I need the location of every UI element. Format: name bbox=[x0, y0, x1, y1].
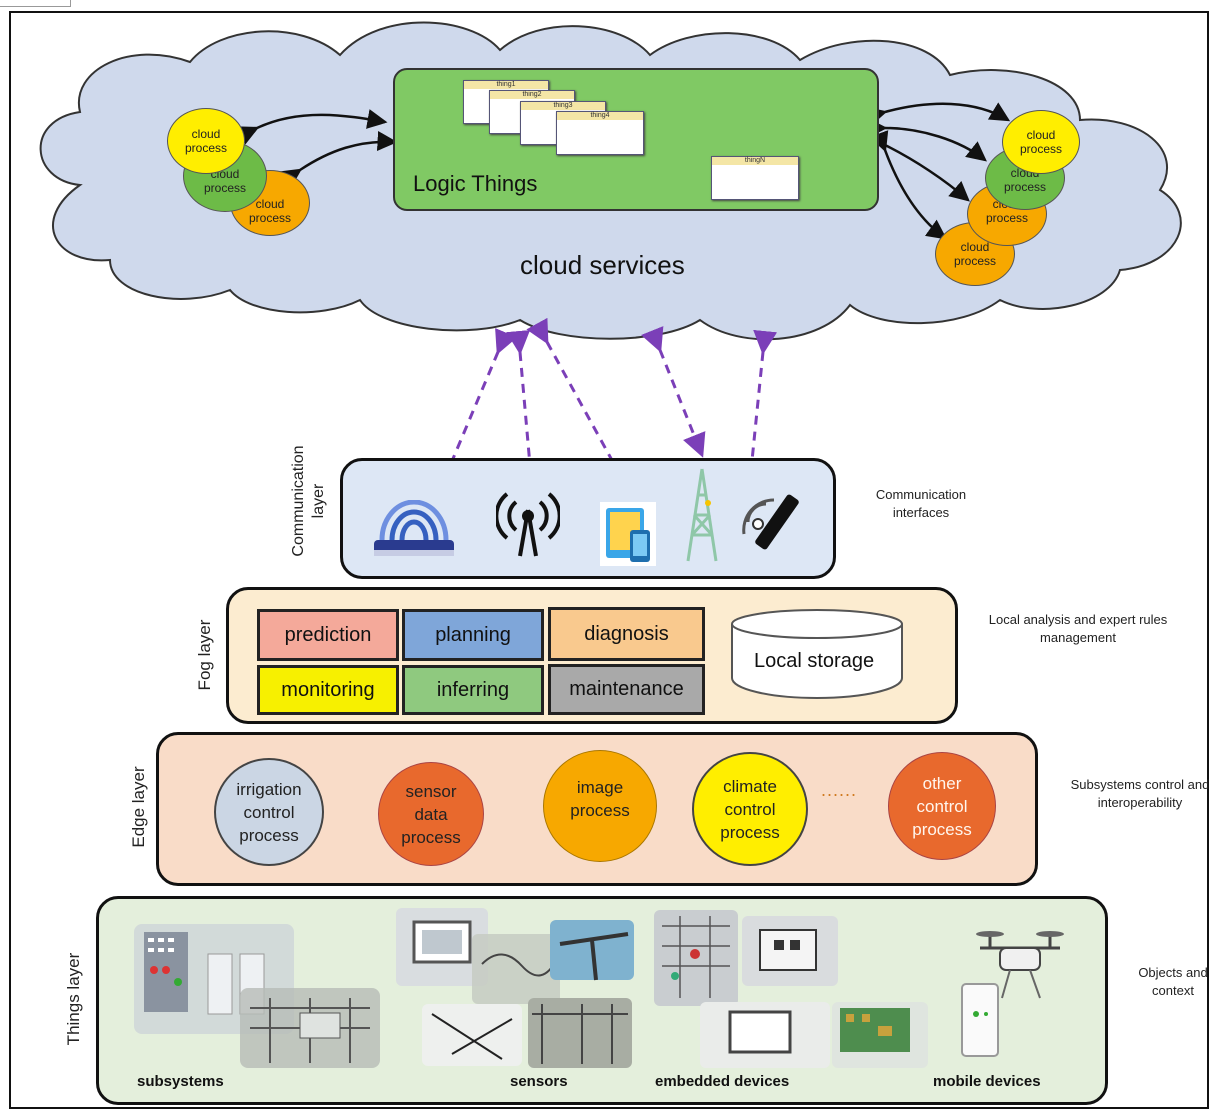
thing-card-4-title: thing4 bbox=[557, 112, 643, 120]
edge-process-irrigation: irrigation control process bbox=[214, 758, 324, 866]
right-cloud-process-yellow: cloud process bbox=[1002, 110, 1080, 174]
fog-box-maintenance-label: maintenance bbox=[569, 678, 684, 700]
cloud-process-label: cloud process bbox=[953, 240, 997, 268]
communication-layer-box bbox=[340, 458, 836, 579]
comm-arrow-tablet bbox=[526, 317, 632, 496]
edge-ellipsis: ...... bbox=[821, 780, 858, 800]
cell-tower-icon bbox=[686, 468, 718, 562]
right-cloud-arrow-1 bbox=[865, 102, 1011, 127]
fog-layer-label: Fog layer bbox=[195, 619, 214, 691]
fog-side-note: Local analysis and expert rules manageme… bbox=[988, 612, 1168, 645]
edge-side-note: Subsystems control and interoperability bbox=[1070, 777, 1210, 810]
right-cloud-arrow-4 bbox=[869, 130, 948, 240]
thing-card-4: thing4 bbox=[556, 111, 644, 155]
local-storage-label: Local storage bbox=[754, 650, 875, 672]
fog-box-monitoring: monitoring bbox=[257, 665, 399, 715]
edge-process-image: image process bbox=[543, 750, 657, 862]
edge-process-other: other control process bbox=[888, 752, 996, 860]
left-cloud-arrow-2 bbox=[279, 131, 398, 189]
fog-box-planning: planning bbox=[402, 609, 544, 661]
fog-box-monitoring-label: monitoring bbox=[281, 678, 375, 701]
corner-tab bbox=[0, 0, 71, 7]
things-group-embedded-devices: embedded devices bbox=[655, 1073, 790, 1090]
communication-side-note: Communication interfaces bbox=[875, 487, 967, 520]
thing-card-2-title: thing2 bbox=[490, 91, 574, 99]
fog-box-maintenance: maintenance bbox=[548, 664, 705, 715]
sensors-photo-collage bbox=[396, 908, 634, 1068]
fog-box-planning-label: planning bbox=[435, 623, 511, 646]
left-cloud-process-yellow: cloud process bbox=[167, 108, 245, 174]
subsystems-photo-collage bbox=[134, 924, 380, 1068]
thing-card-1-title: thing1 bbox=[464, 81, 548, 89]
fog-box-diagnosis: diagnosis bbox=[548, 607, 705, 661]
edge-process-climate-label: climate control process bbox=[720, 776, 780, 842]
edge-process-image-label: image process bbox=[570, 778, 630, 820]
logic-things-label: Logic Things bbox=[413, 171, 538, 196]
mobile-devices-photo-collage bbox=[961, 931, 1064, 1057]
comm-arrow-tower bbox=[641, 326, 706, 458]
edge-process-other-label: other control process bbox=[912, 773, 972, 839]
cloud-services-title: cloud services bbox=[520, 250, 685, 280]
tablet-phone-icon bbox=[600, 502, 656, 566]
communication-layer-label: Communication layer bbox=[289, 441, 331, 561]
things-side-note: Objects and context bbox=[1138, 965, 1208, 998]
things-group-sensors: sensors bbox=[510, 1073, 568, 1090]
edge-process-sensor-data: sensor data process bbox=[378, 762, 484, 866]
satellite-icon bbox=[742, 494, 799, 550]
local-storage-cylinder-icon bbox=[731, 609, 903, 699]
edge-process-sensor-data-label: sensor data process bbox=[401, 781, 461, 847]
fog-box-prediction: prediction bbox=[257, 609, 399, 661]
thing-card-n-title: thingN bbox=[712, 157, 798, 165]
diagram-frame bbox=[9, 11, 1209, 1109]
communication-layer-label-text: Communication layer bbox=[290, 445, 327, 557]
left-cloud-process-green: cloud process bbox=[183, 140, 267, 212]
wifi-router-icon bbox=[374, 500, 454, 556]
cloud-process-label: cloud process bbox=[248, 197, 292, 225]
fog-box-prediction-label: prediction bbox=[284, 623, 372, 646]
things-layer-label: Things layer bbox=[64, 952, 83, 1046]
things-group-subsystems: subsystems bbox=[137, 1073, 224, 1090]
comm-arrow-satellite bbox=[738, 329, 778, 503]
fog-box-diagnosis-label: diagnosis bbox=[584, 622, 669, 645]
thing-card-3-title: thing3 bbox=[521, 102, 605, 110]
edge-layer-label: Edge layer bbox=[129, 766, 148, 848]
cloud-process-label: cloud process bbox=[1019, 128, 1063, 156]
left-cloud-arrow-1 bbox=[236, 109, 388, 145]
radio-antenna-icon bbox=[496, 492, 560, 557]
embedded-devices-photo-collage bbox=[654, 910, 928, 1068]
edge-process-irrigation-label: irrigation control process bbox=[236, 779, 302, 845]
thing-card-n: thingN bbox=[711, 156, 799, 200]
things-group-mobile-devices: mobile devices bbox=[933, 1073, 1041, 1090]
cloud-process-label: cloud process bbox=[184, 127, 228, 155]
fog-box-inferring-label: inferring bbox=[436, 678, 510, 701]
fog-box-inferring: inferring bbox=[402, 665, 544, 715]
edge-process-climate: climate control process bbox=[692, 752, 808, 866]
